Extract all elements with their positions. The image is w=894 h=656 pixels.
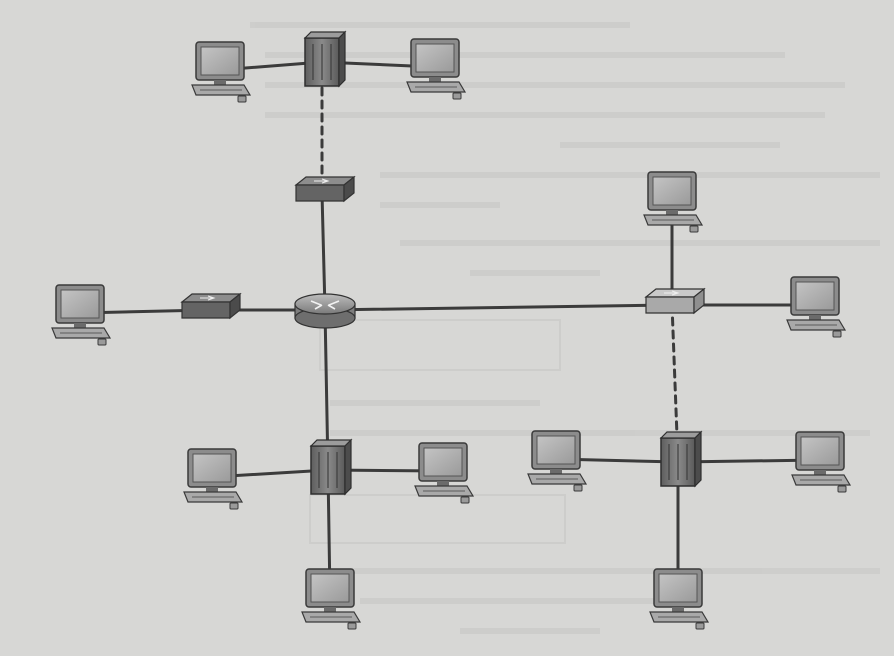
network-switch-icon-switch-right [644, 287, 706, 315]
desktop-computer-icon-pc-br-right [791, 431, 852, 493]
network-switch-icon-switch-left [180, 292, 242, 320]
desktop-computer-icon-pc-bl-left [183, 448, 244, 510]
desktop-computer-icon-pc-br-left [527, 430, 588, 492]
desktop-computer-icon-pc-right-top [643, 171, 704, 233]
router-icon-router-center [294, 293, 356, 329]
desktop-computer-icon-pc-right [786, 276, 847, 338]
hub-concentrator-icon-hub-bottom-left [309, 438, 353, 496]
desktop-computer-icon-pc-bl-right [414, 442, 475, 504]
hub-concentrator-icon-hub-bottom-right [659, 430, 703, 488]
hub-concentrator-icon-hub-top [303, 30, 347, 88]
desktop-computer-icon-pc-top-left [191, 41, 252, 103]
network-switch-icon-switch-upper [294, 175, 356, 203]
desktop-computer-icon-pc-bl-bottom [301, 568, 362, 630]
page-bleed-through [250, 22, 880, 634]
devices-layer [51, 30, 852, 630]
desktop-computer-icon-pc-left [51, 284, 112, 346]
desktop-computer-icon-pc-top-right [406, 38, 467, 100]
desktop-computer-icon-pc-br-bottom [649, 568, 710, 630]
link-router-center-to-switch-right [323, 303, 674, 312]
link-switch-upper-to-router-center [320, 191, 327, 312]
